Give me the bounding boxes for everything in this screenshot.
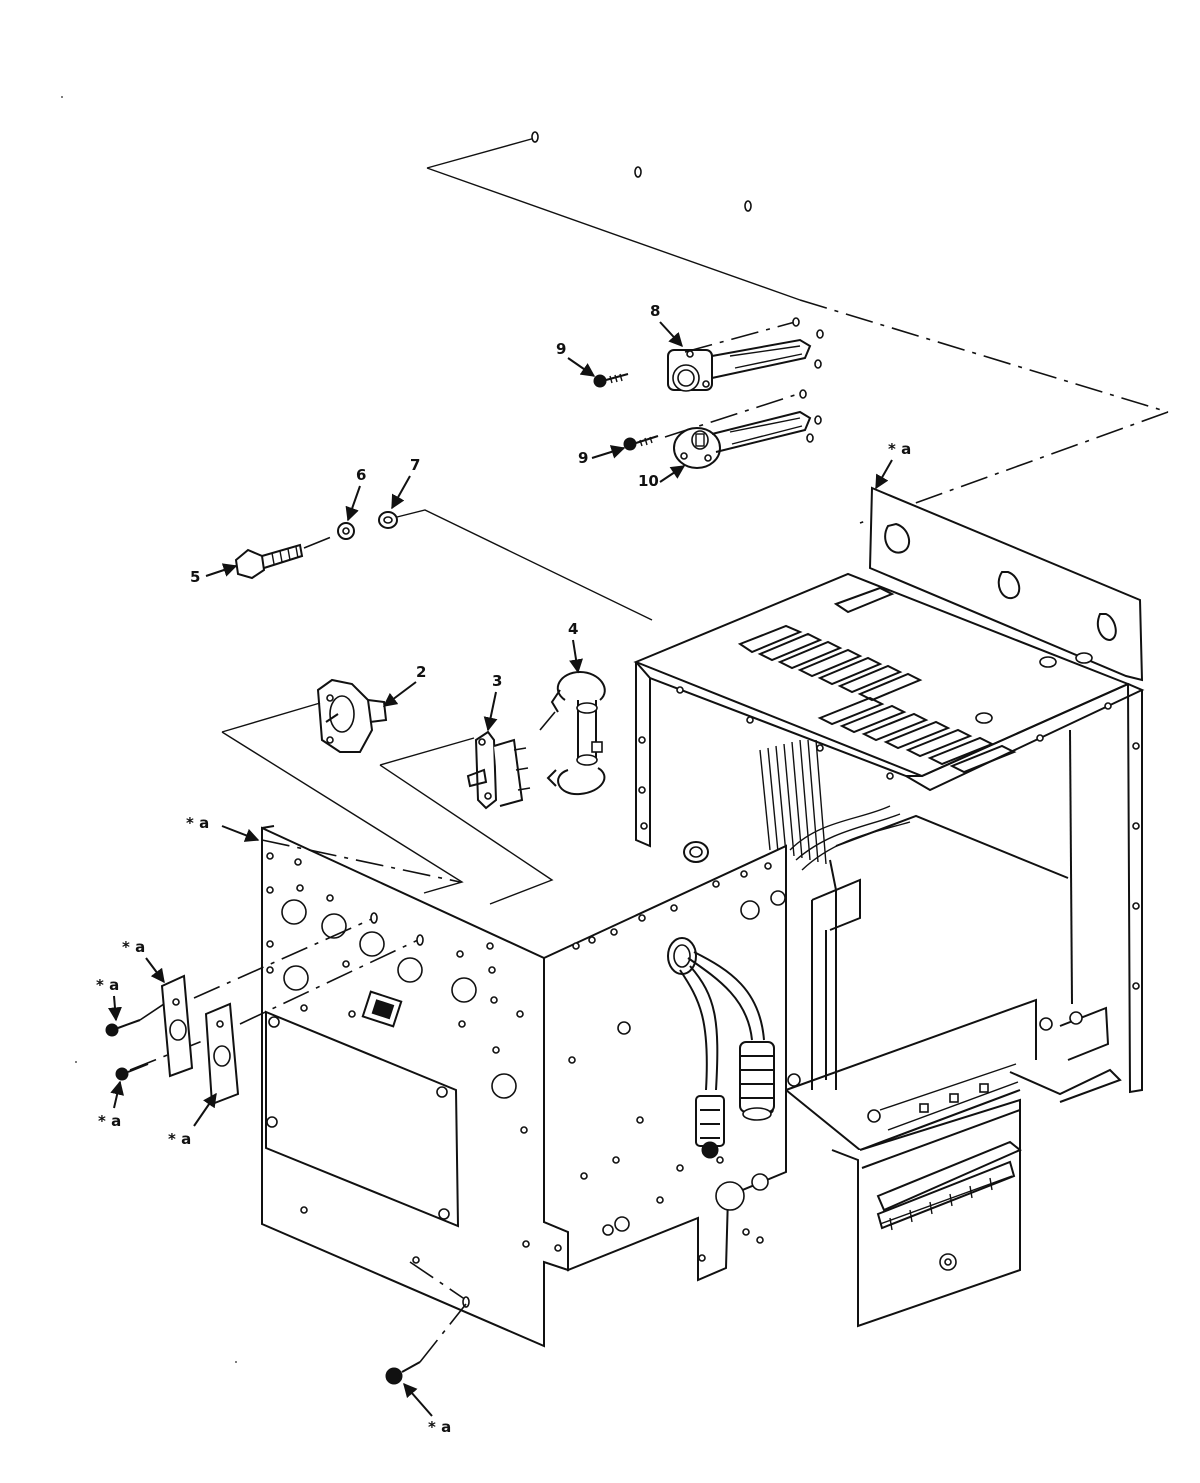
callout-a-spacer-left-label: * a [122, 938, 145, 956]
switch-3 [466, 730, 531, 810]
screw-a-lower [115, 1063, 149, 1081]
callout-8: 8 [650, 302, 683, 348]
scan-specks [61, 96, 237, 1363]
callout-9-lower-label: 9 [578, 449, 588, 467]
callout-a-screw-lower: * a [98, 1080, 124, 1130]
screw-9-lower [623, 435, 659, 451]
screw-9-upper [593, 373, 629, 388]
callout-a-bottom-screw-label: * a [428, 1418, 451, 1436]
switch-planes [221, 702, 554, 905]
callout-5: 5 [190, 563, 238, 586]
vent-louvers [737, 586, 1017, 774]
callout-a-screw-upper-label: * a [96, 976, 119, 994]
callout-a-screw-upper: * a [96, 976, 122, 1022]
side-panel [543, 844, 787, 1282]
callout-6: 6 [345, 466, 366, 522]
callout-2-label: 2 [416, 663, 426, 681]
callout-a-spacer-right-label: * a [168, 1130, 191, 1148]
dash-lines-panel-hardware [129, 839, 470, 1308]
spacer-plate-left [160, 974, 194, 1078]
callout-a-front-panel: * a [186, 814, 260, 842]
connector-plug-right [739, 1041, 775, 1121]
lockwasher-6 [337, 522, 355, 540]
callout-5-label: 5 [190, 568, 200, 586]
chassis-top [633, 572, 1145, 792]
chassis-left-side [635, 662, 651, 848]
callout-9-upper: 9 [556, 340, 596, 377]
top-cover-plane [426, 131, 1169, 524]
callout-4: 4 [568, 620, 583, 674]
bolt-5 [234, 543, 304, 580]
callout-3: 3 [483, 672, 502, 732]
callout-a-bottom-screw: * a [403, 1382, 451, 1436]
screw-a-bottom [385, 1303, 467, 1385]
connector-10 [664, 389, 822, 469]
callout-7: 7 [391, 456, 420, 510]
callout-3-label: 3 [492, 672, 502, 690]
callout-a-top-right-label: * a [888, 440, 911, 458]
switch-2 [316, 678, 388, 753]
callout-7-label: 7 [410, 456, 420, 474]
screw-a-upper [105, 1019, 141, 1037]
callout-10-label: 10 [638, 472, 659, 490]
callout-a-spacer-right: * a [168, 1092, 217, 1148]
holder-4 [539, 670, 606, 796]
front-panel [261, 825, 569, 1348]
connector-8 [667, 317, 824, 392]
callout-9-lower: 9 [578, 445, 626, 467]
spacer-plate-right [204, 1002, 240, 1106]
callout-2: 2 [382, 663, 426, 707]
connector-plug-left [695, 1095, 725, 1159]
callout-a-top-right: * a [875, 440, 911, 490]
cable-assembly [667, 937, 775, 1159]
callout-a-front-panel-label: * a [186, 814, 209, 832]
washer-7 [378, 511, 398, 529]
bolt-dash-line [303, 509, 653, 621]
terminal-cover-panel [831, 1098, 1022, 1328]
callout-8-label: 8 [650, 302, 660, 320]
callout-a-spacer-left: * a [122, 938, 165, 984]
rear-mount-plate [868, 486, 1144, 682]
callout-10: 10 [638, 465, 686, 490]
callout-4-label: 4 [568, 620, 578, 638]
chassis-right-side [1069, 683, 1143, 1094]
callout-a-screw-lower-label: * a [98, 1112, 121, 1130]
callout-6-label: 6 [356, 466, 366, 484]
callout-9-upper-label: 9 [556, 340, 566, 358]
